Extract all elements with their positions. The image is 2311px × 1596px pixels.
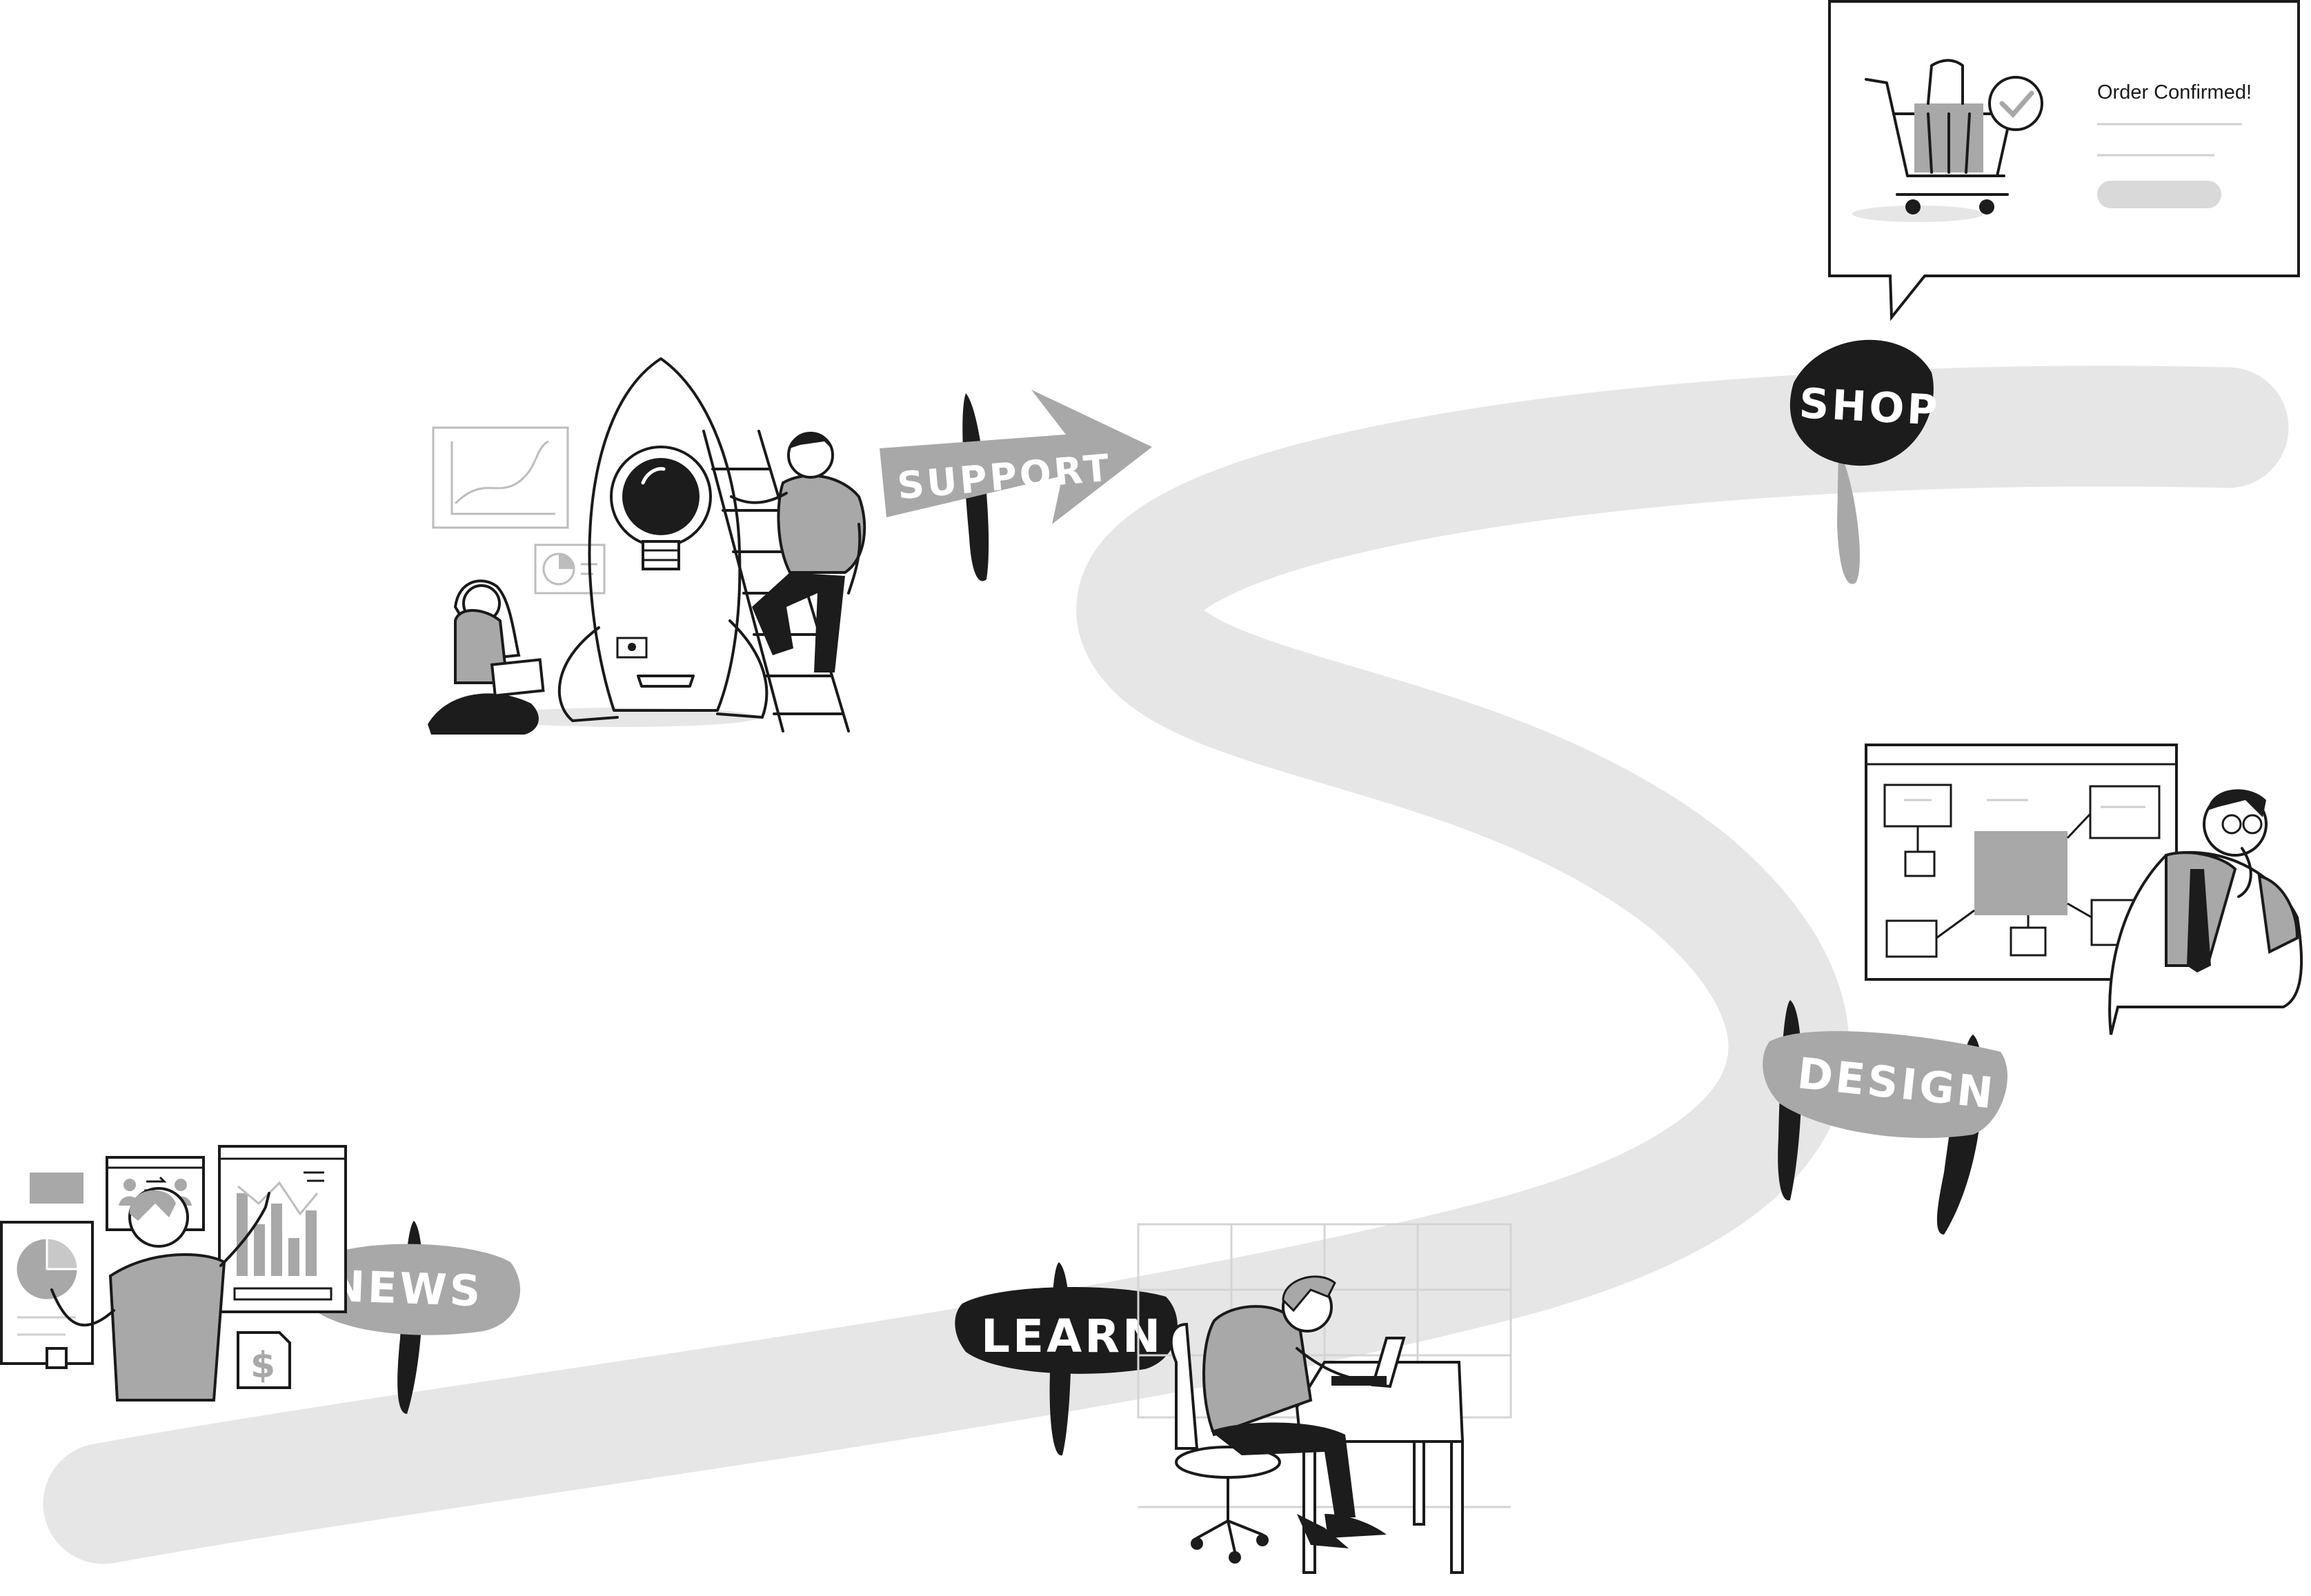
dollar-icon: $ [237, 1331, 291, 1389]
news-sign-board [298, 1244, 521, 1335]
svg-text:$: $ [250, 1345, 275, 1386]
news-sign: NEWS [298, 1221, 521, 1414]
man-on-ladder [730, 432, 866, 672]
man-thinking [2108, 789, 2303, 1035]
bar-chart-icon [218, 1145, 347, 1313]
shopping-cart-icon [1865, 59, 2012, 215]
placeholder-button [2097, 181, 2221, 208]
pie-chart-icon [0, 1221, 94, 1365]
man-typing [1202, 1275, 1387, 1548]
news-banner-block [30, 1173, 83, 1204]
bubble-frame [1828, 0, 2300, 321]
winding-road [43, 366, 2289, 1564]
order-confirmed-title: Order Confirmed! [2097, 81, 2252, 103]
rocket-scene [428, 357, 866, 735]
learn-sign-board [955, 1287, 1178, 1374]
shop-sign: SHOP [1789, 339, 1941, 584]
support-arrow [880, 390, 1152, 524]
learn-sign-label: LEARN [981, 1310, 1163, 1363]
shop-sign-board [1789, 339, 1934, 466]
shop-sign-label: SHOP [1798, 379, 1941, 435]
checkmark-icon [1988, 76, 2043, 131]
lightbulb-icon [610, 446, 712, 570]
support-sign: SUPPORT [880, 390, 1152, 581]
news-scene: $ [0, 1145, 347, 1402]
pie-chart-icon [534, 543, 606, 595]
line-chart-icon [432, 426, 569, 529]
design-sign: DESIGN [1763, 1000, 2008, 1235]
design-scene [1865, 744, 2303, 1035]
learn-sign: LEARN [955, 1262, 1178, 1456]
news-sign-label: NEWS [328, 1261, 484, 1317]
learn-scene [1137, 1223, 1512, 1574]
design-sign-board [1763, 1030, 2008, 1138]
rocket-icon [557, 357, 768, 722]
order-confirmed-bubble: Order Confirmed! [1828, 0, 2300, 321]
man-pointing [50, 1187, 270, 1402]
shop-sign-post [1837, 448, 1860, 584]
woman-with-laptop [428, 579, 545, 735]
